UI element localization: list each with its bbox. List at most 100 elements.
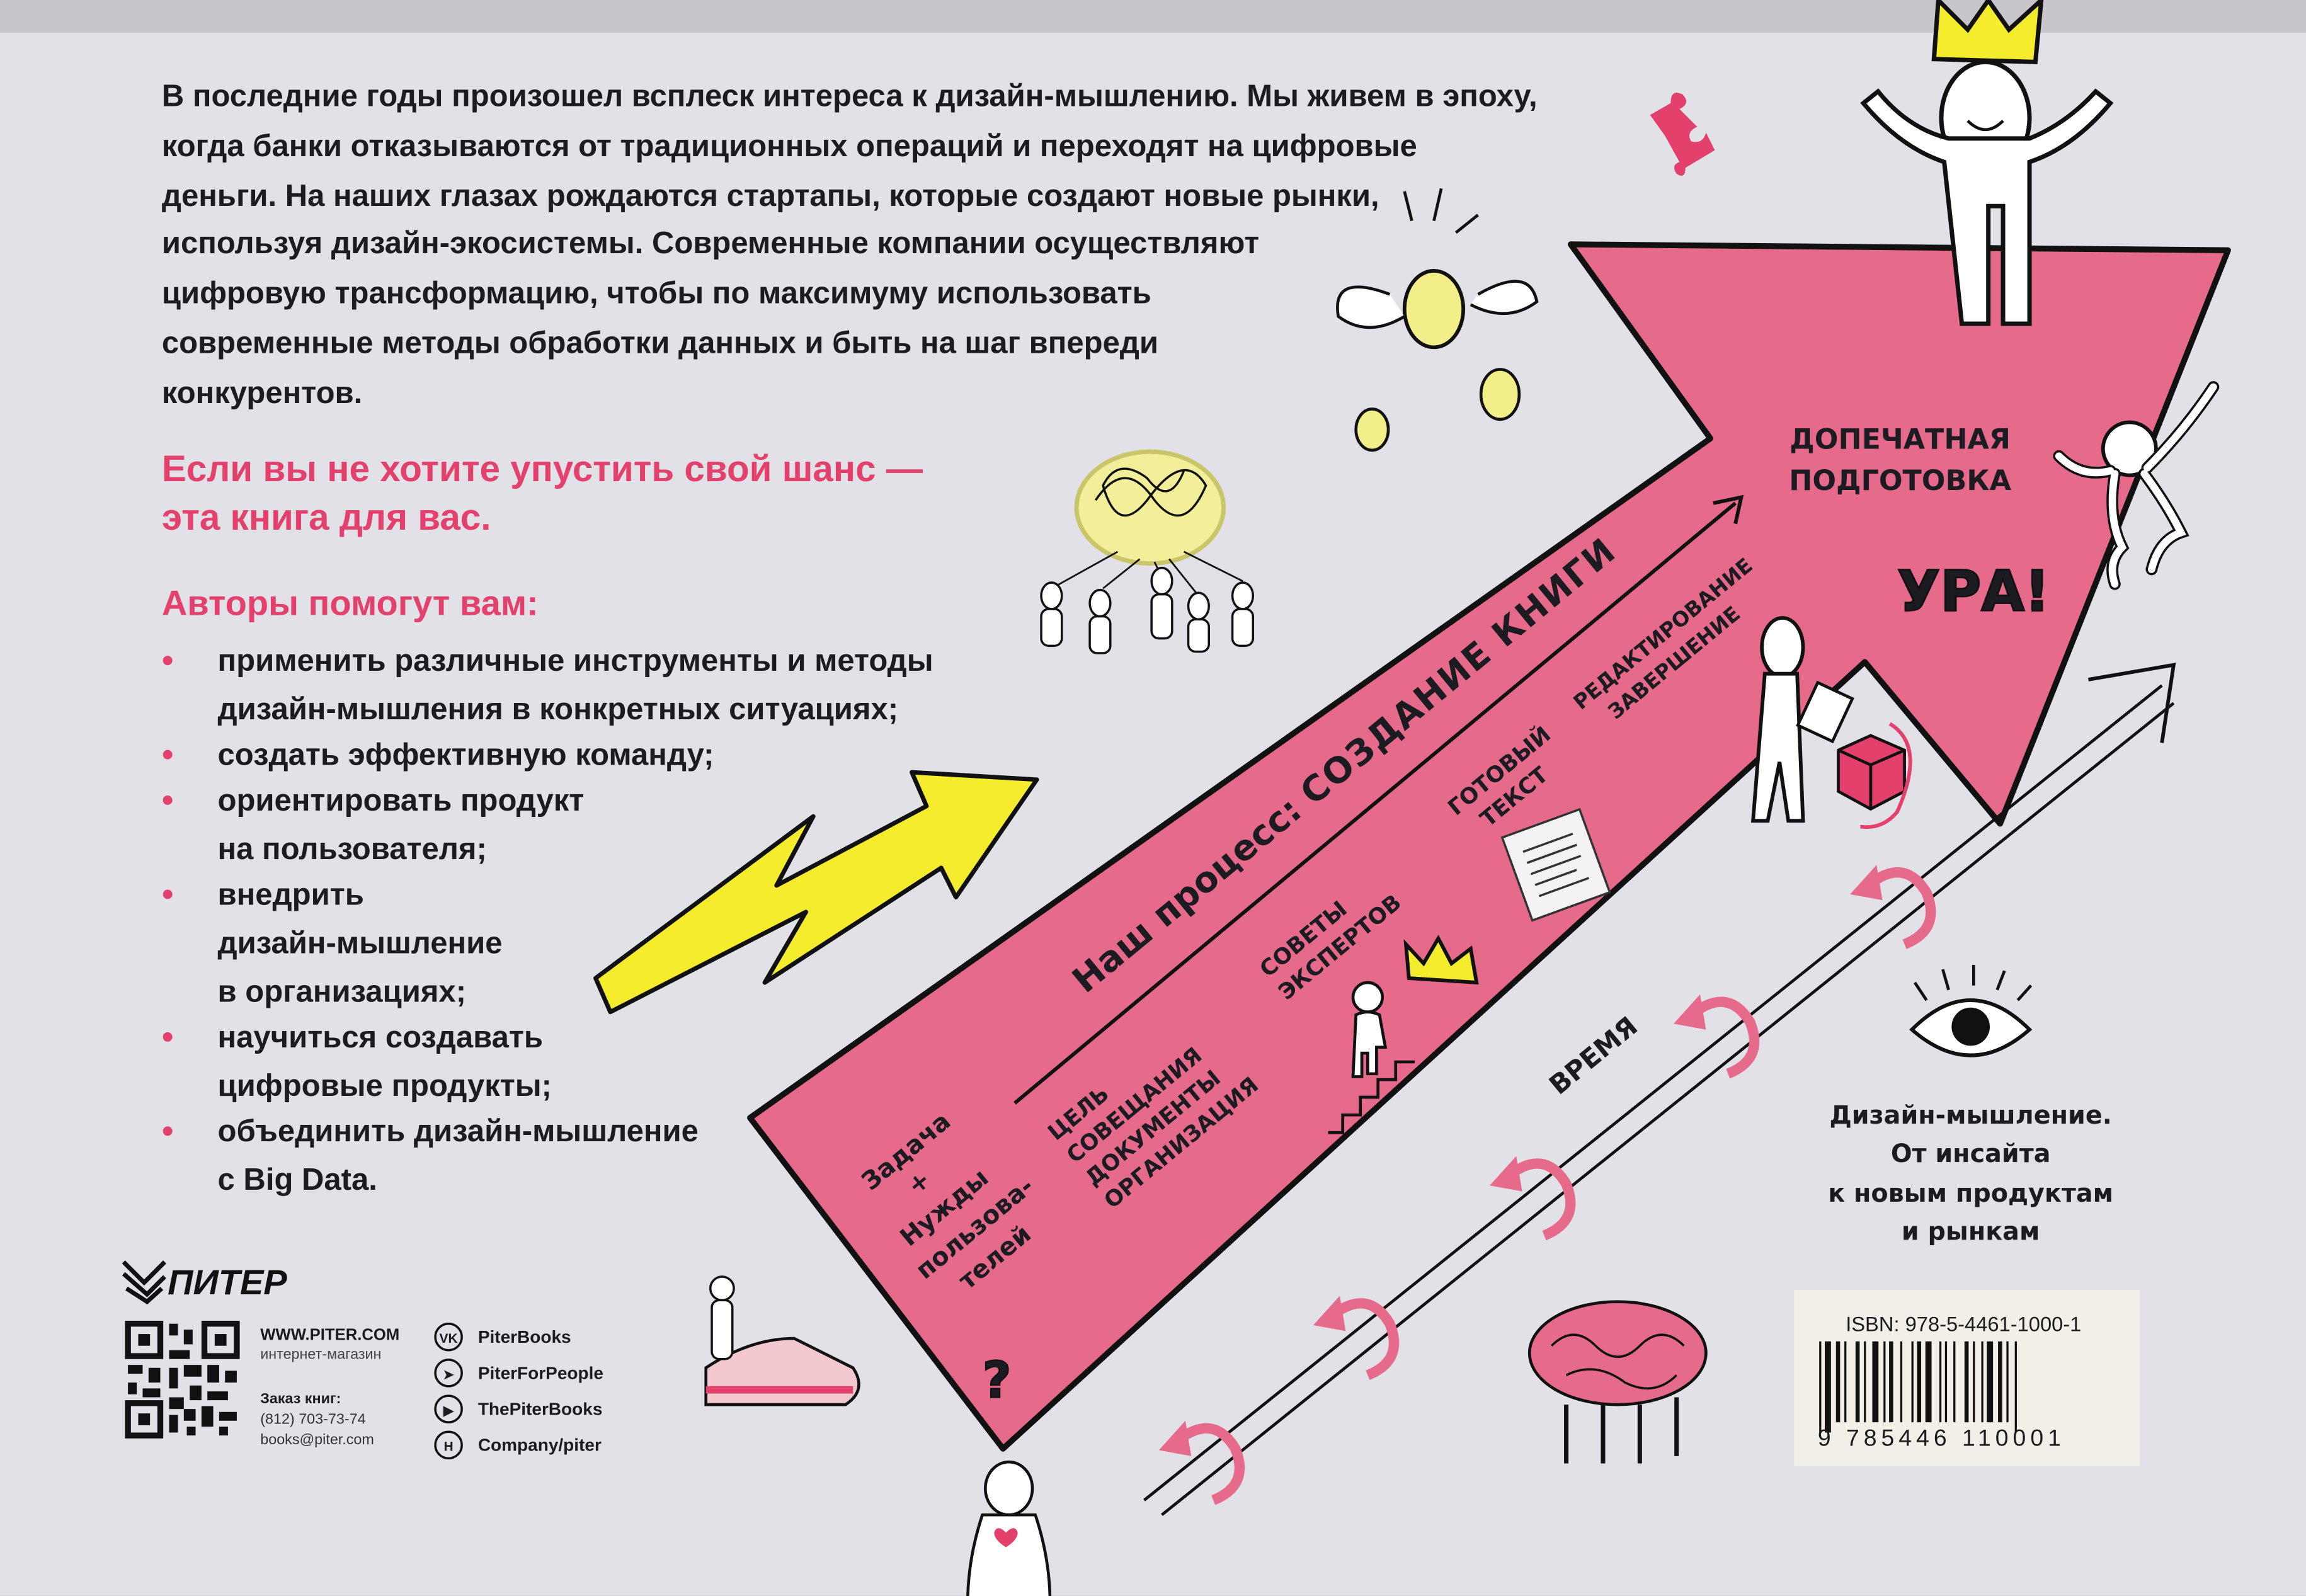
- order-label: Заказ книг:: [260, 1390, 341, 1406]
- prepress-line: ДОПЕЧАТНАЯ: [1789, 423, 2011, 455]
- hh-icon-glyph: H: [444, 1440, 454, 1454]
- cycle-arrows: [1158, 865, 1936, 1505]
- bullet-line: с Big Data.: [218, 1163, 377, 1197]
- bullet-line: объединить дизайн-мышление: [218, 1114, 699, 1148]
- bullet-line: ориентировать продукт: [218, 784, 585, 818]
- hanging-figure-icon: [2053, 381, 2220, 590]
- intro-line: деньги. На наших глазах рождаются старта…: [162, 179, 1379, 213]
- phone-number: (812) 703-73-74: [260, 1410, 365, 1427]
- social-link-label[interactable]: Company/piter: [478, 1435, 602, 1455]
- crown-icon: [1403, 934, 1479, 985]
- lightbulbs-icon: [1336, 188, 1539, 452]
- prepress-label: ДОПЕЧАТНАЯ ПОДГОТОВКА: [1789, 423, 2011, 496]
- publisher-logo: ПИТЕР: [122, 1260, 287, 1305]
- social-link[interactable]: ▶ThePiterBooks: [434, 1394, 603, 1423]
- process-line-arrowhead: [1713, 494, 1744, 525]
- barcode-bar: [1944, 1341, 1948, 1423]
- bullet-line: внедрить: [218, 877, 364, 911]
- document-icon: [1500, 807, 1611, 922]
- barcode-bar: [1844, 1341, 1847, 1423]
- bullet-line: научиться создавать: [218, 1020, 544, 1054]
- intro-line: конкурентов.: [162, 376, 362, 410]
- isbn-label: ISBN: 978-5-4461-1000-1: [1846, 1312, 2081, 1335]
- social-link[interactable]: H Company/piter: [434, 1430, 602, 1460]
- bullet-line: применить различные инструменты и методы: [218, 644, 933, 678]
- cycle-arrowhead-icon: [1313, 1296, 1346, 1331]
- cube-icon: [1837, 722, 1912, 829]
- piter-logo-icon: [122, 1260, 166, 1305]
- isbn-digits: 9 785446 110001: [1818, 1424, 2065, 1451]
- process-line: [1013, 501, 1737, 1105]
- barcode-bar: [1819, 1341, 1822, 1433]
- cycle-arrow-icon: [1173, 1423, 1245, 1505]
- website-caption: интернет-магазин: [260, 1346, 381, 1362]
- bullet-line: дизайн-мышления в конкретных ситуациях;: [218, 692, 899, 726]
- book-title-line: От инсайта: [1891, 1139, 2051, 1168]
- bullet-dot: [163, 889, 173, 899]
- tangled-thoughts-icon: [1040, 449, 1255, 654]
- barcode-bar: [1835, 1341, 1841, 1423]
- intro-line: современные методы обработки данных и бы…: [162, 326, 1158, 360]
- barcode-bar: [2006, 1341, 2009, 1423]
- barcode-bar: [1987, 1341, 1994, 1423]
- social-link-label[interactable]: PiterBooks: [478, 1327, 571, 1347]
- social-link-label[interactable]: PiterForPeople: [478, 1363, 603, 1382]
- barcode-bar: [1981, 1341, 1984, 1423]
- vk-icon-glyph: VK: [440, 1331, 458, 1346]
- vk-icon: [434, 1322, 463, 1352]
- contacts: WWW.PITER.COM интернет-магазин Заказ кни…: [260, 1326, 399, 1447]
- barcode-bar: [1825, 1341, 1831, 1433]
- bullet-dot: [163, 656, 173, 666]
- social-link[interactable]: ➤ PiterForPeople: [434, 1359, 603, 1388]
- barcode-icon: [1819, 1341, 2017, 1433]
- eye-icon: [1909, 965, 2033, 1057]
- shoe-icon: [704, 1275, 860, 1406]
- qr-code: [125, 1321, 240, 1439]
- barcode-bar: [1998, 1341, 2002, 1423]
- bullet-dot: [163, 1032, 173, 1042]
- website-link[interactable]: WWW.PITER.COM: [260, 1326, 399, 1343]
- social-links: VK PiterBooks ➤ PiterForPeople ▶ThePiterBook…: [434, 1322, 603, 1460]
- time-axis: [1143, 663, 2176, 1517]
- social-link-label[interactable]: ThePiterBooks: [478, 1399, 603, 1418]
- bullet-dot: [163, 795, 173, 805]
- barcode-bar: [1964, 1341, 1969, 1423]
- social-link[interactable]: VK PiterBooks: [434, 1322, 571, 1352]
- barcode-bar: [1925, 1341, 1932, 1423]
- heart-figure-icon: [966, 1460, 1052, 1596]
- cycle-arrow-icon: [1504, 1158, 1576, 1241]
- barcode-bar: [1889, 1341, 1893, 1423]
- book-title-line: и рынкам: [1902, 1217, 2040, 1246]
- brain-icon: [1527, 1300, 1708, 1464]
- email-link[interactable]: books@piter.com: [260, 1431, 374, 1447]
- intro-line: цифровую трансформацию, чтобы по максиму…: [162, 276, 1151, 310]
- callout-line: Если вы не хотите упустить свой шанс —: [162, 448, 923, 489]
- puzzle-icon: [1650, 93, 1715, 176]
- bullet-dot: [163, 1126, 173, 1136]
- standing-figure-icon: [1750, 616, 1854, 823]
- bullet-dot: [163, 750, 173, 760]
- bullet-line: дизайн-мышление: [218, 926, 503, 960]
- bullet-line: на пользователя;: [218, 832, 487, 866]
- youtube-icon: [434, 1394, 463, 1423]
- telegram-icon: [434, 1359, 463, 1388]
- telegram-icon-glyph: ➤: [443, 1367, 454, 1382]
- intro-line: когда банки отказываются от традиционных…: [162, 129, 1417, 163]
- bullet-list: применить различные инструменты и методы…: [163, 644, 933, 1197]
- cycle-arrowhead-icon: [1674, 994, 1706, 1030]
- climbing-figure-icon: [1328, 981, 1415, 1134]
- cycle-arrowhead-icon: [1850, 865, 1883, 901]
- king-figure-icon: [1860, 0, 2114, 326]
- cycle-arrow-icon: [1687, 996, 1760, 1079]
- cover-top-edge: [0, 0, 2306, 33]
- book-title: Дизайн-мышление. От инсайта к новым прод…: [1828, 1101, 2113, 1246]
- barcode-bar: [1953, 1341, 1956, 1423]
- barcode-bar: [1911, 1341, 1914, 1423]
- cycle-arrow-icon: [1327, 1298, 1400, 1381]
- bullet-line: создать эффективную команду;: [218, 738, 714, 772]
- intro-line: используя дизайн-экосистемы. Современные…: [162, 226, 1259, 260]
- publisher-logo-text: ПИТЕР: [168, 1262, 287, 1302]
- barcode-bar: [1917, 1341, 1921, 1423]
- barcode-bar: [1900, 1341, 1903, 1423]
